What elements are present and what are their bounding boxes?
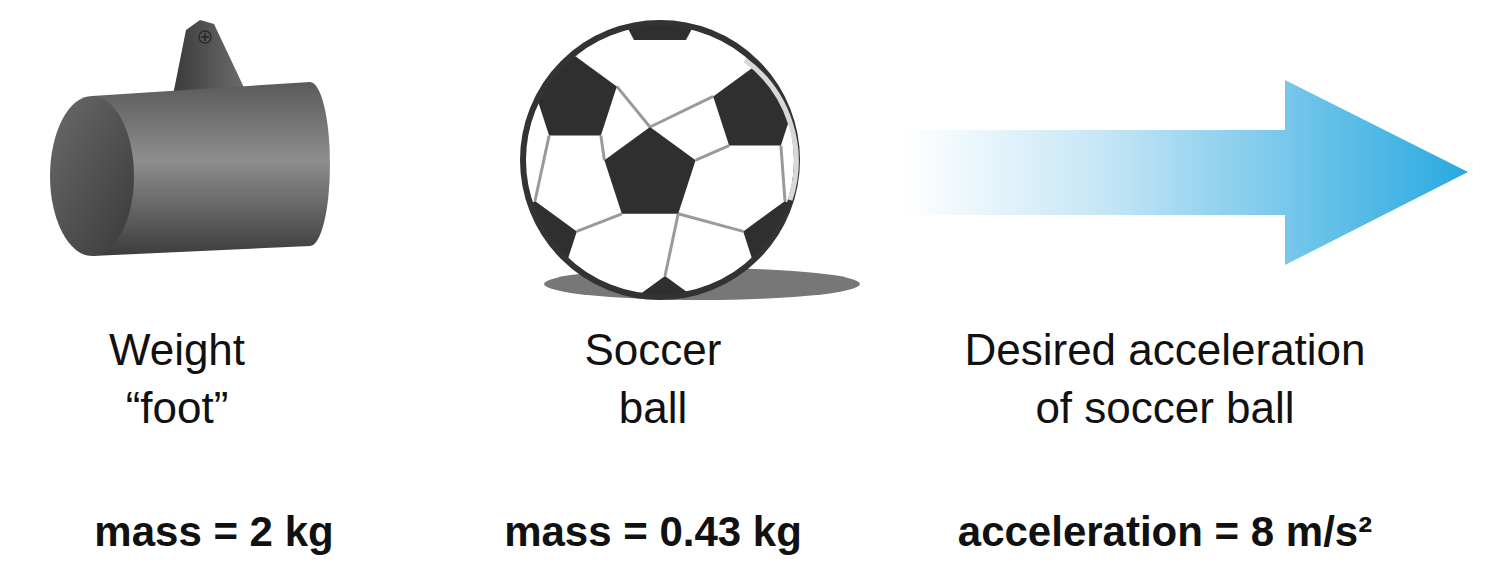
ball-patches [493,0,827,356]
soccer-ball [493,0,860,356]
screw [199,31,211,43]
ball-outline [523,23,797,297]
part-name: Soccer ball [561,321,746,437]
mass-value: mass = 0.43 kg [433,503,873,561]
ball-highlight [745,60,796,200]
acceleration-arrow [905,80,1468,265]
screw-slot [201,33,209,41]
weight-face [50,96,134,256]
part-name: Weight “foot” [72,321,282,437]
weight-foot [50,20,330,256]
acceleration-value: acceleration = 8 m/s² [885,503,1445,561]
arrow-caption: Desired acceleration of soccer ball [945,321,1385,437]
ball-base [523,23,797,297]
mass-value: mass = 2 kg [4,503,424,561]
